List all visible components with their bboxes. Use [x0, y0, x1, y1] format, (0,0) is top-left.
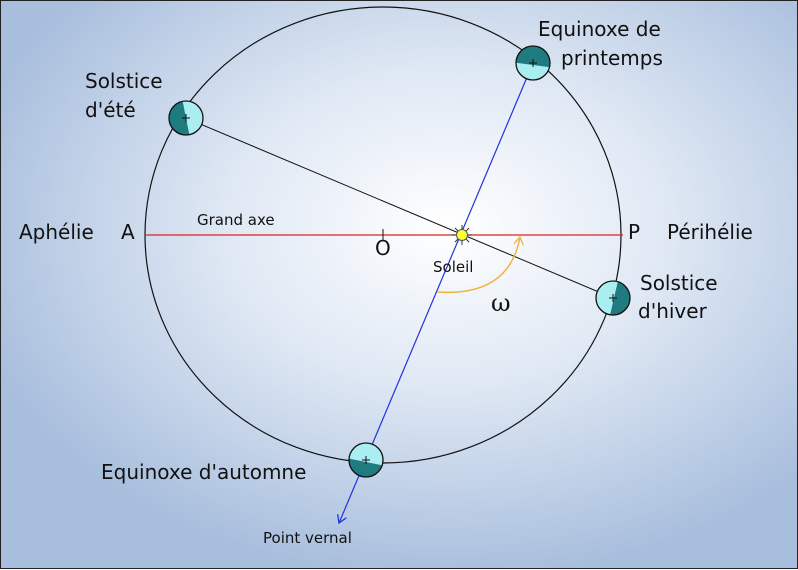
sun-icon: [452, 225, 472, 245]
label-grand-axe: Grand axe: [197, 211, 275, 229]
planet-solstice-ete-icon: [168, 100, 204, 136]
label-aphelie: Aphélie: [19, 220, 94, 244]
label-solstice-ete-line2: d'été: [85, 98, 136, 122]
label-omega: ω: [491, 289, 511, 317]
planet-equinoxe-printemps-icon: [515, 45, 551, 81]
label-point-a: A: [121, 220, 135, 244]
label-perihelie: Périhélie: [667, 220, 753, 244]
label-point-p: P: [628, 220, 640, 244]
label-soleil: Soleil: [433, 258, 473, 276]
label-equinoxe-automne: Equinoxe d'automne: [101, 460, 306, 484]
label-equinoxe-printemps-line2: printemps: [561, 46, 663, 70]
label-solstice-hiver-line2: d'hiver: [638, 299, 708, 323]
label-equinoxe-printemps-line1: Equinoxe de: [538, 17, 661, 41]
label-point-vernal: Point vernal: [263, 529, 352, 547]
solstice-line: [185, 117, 614, 299]
planet-solstice-hiver-icon: [595, 280, 631, 316]
planet-equinoxe-automne-icon: [348, 442, 384, 478]
omega-arc: [436, 237, 520, 294]
label-solstice-ete-line1: Solstice: [85, 69, 163, 93]
label-solstice-hiver-line1: Solstice: [640, 271, 718, 295]
label-centre-o: O: [375, 236, 391, 260]
